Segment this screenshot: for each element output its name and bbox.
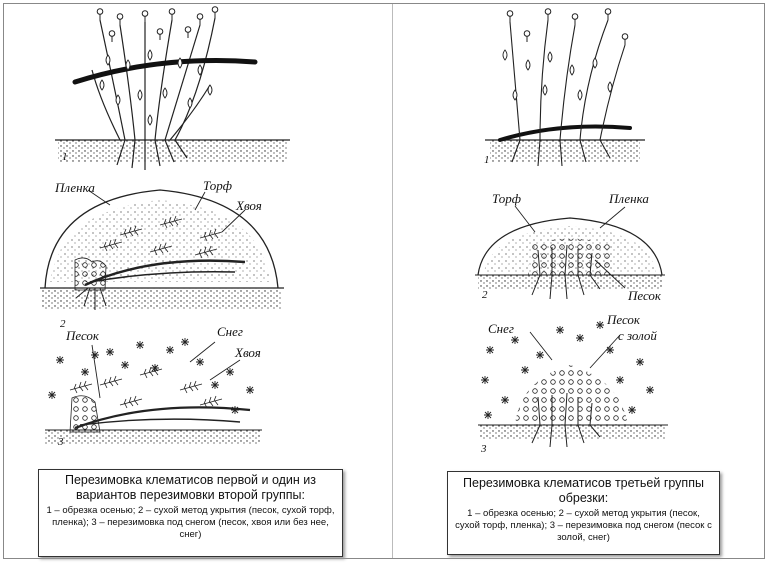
right-number-3: 3 xyxy=(480,443,487,455)
right-label-film: Пленка xyxy=(608,191,649,206)
left-caption-text: 1 – обрезка осенью; 2 – сухой метод укры… xyxy=(46,505,335,540)
right-stage3-snow xyxy=(478,320,668,448)
left-label-snow: Снег xyxy=(217,324,243,339)
panel-divider xyxy=(392,4,393,558)
left-label-needles-1: Хвоя xyxy=(235,198,262,213)
left-number-3: 3 xyxy=(57,436,64,448)
right-number-2: 2 xyxy=(482,289,488,301)
right-caption-title: Перезимовка клематисов третьей группы об… xyxy=(463,476,704,505)
left-stage3-snow xyxy=(45,337,262,445)
right-label-sand: Песок xyxy=(627,288,662,303)
right-label-sand-ash-2: с золой xyxy=(618,328,657,343)
left-label-needles-2: Хвоя xyxy=(234,345,261,360)
right-number-1: 1 xyxy=(484,154,490,166)
right-caption-box: Перезимовка клематисов третьей группы об… xyxy=(447,471,720,555)
left-caption-box: Перезимовка клематисов первой и один из … xyxy=(38,469,343,557)
right-label-sand-ash-1: Песок xyxy=(606,312,641,327)
left-number-2: 2 xyxy=(60,318,66,330)
left-label-film: Пленка xyxy=(54,180,95,195)
left-stage2-dome xyxy=(40,189,284,310)
left-caption-title: Перезимовка клематисов первой и один из … xyxy=(64,473,316,502)
right-label-snow: Снег xyxy=(488,321,514,336)
right-stage2-dome xyxy=(475,205,665,300)
right-label-peat: Торф xyxy=(492,191,521,206)
left-label-peat: Торф xyxy=(203,178,232,193)
right-caption-text: 1 – обрезка осенью; 2 – сухой метод укры… xyxy=(455,508,712,543)
left-number-1: 1 xyxy=(62,151,68,163)
image-frame xyxy=(3,3,765,559)
right-stage1-plant xyxy=(485,8,645,167)
left-stage1-plant xyxy=(55,6,290,170)
left-label-sand: Песок xyxy=(65,328,100,343)
